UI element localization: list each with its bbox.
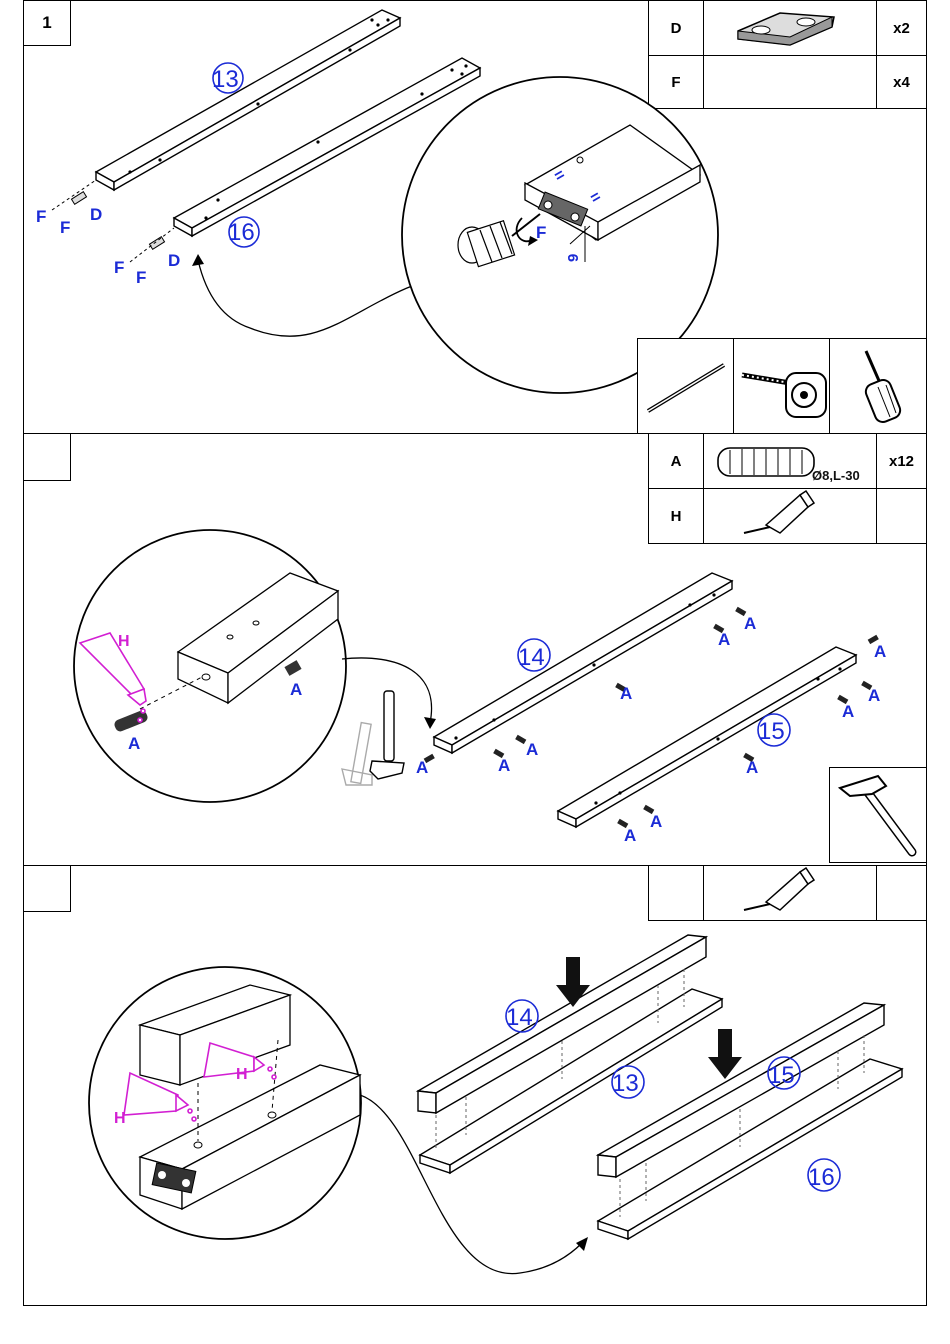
label-a: A (290, 680, 302, 699)
hammer-drawing (370, 691, 404, 779)
part-number-16: 16 (808, 1164, 835, 1191)
hammer-icon (830, 768, 926, 862)
hammer-ghost (342, 723, 372, 785)
label-a: A (718, 630, 730, 649)
detail-circle-dowel-glue (74, 530, 346, 802)
label-h: H (118, 633, 130, 650)
label-a: A (744, 614, 756, 633)
label-d: D (90, 205, 102, 224)
label-f: F (536, 223, 546, 242)
press-down-arrow (708, 1029, 742, 1079)
label-a: A (874, 642, 886, 661)
label-a: A (842, 702, 854, 721)
board-15 (558, 647, 856, 827)
label-a: A (650, 812, 662, 831)
tool-hammer (829, 767, 927, 863)
step-2-illustration: H A A (0, 433, 950, 866)
screwdriver-icon (830, 339, 926, 433)
label-a: A (746, 758, 758, 777)
pencil-icon (638, 339, 734, 433)
tape-measure-icon (734, 339, 830, 433)
label-d: D (168, 251, 180, 270)
detail-arrow (360, 1095, 582, 1274)
board-13 (96, 10, 400, 190)
label-h: H (114, 1110, 126, 1127)
label-a: A (624, 826, 636, 845)
label-a: A (416, 758, 428, 777)
label-f: F (114, 258, 124, 277)
label-h: H (236, 1066, 248, 1083)
dimension-9: 9 (565, 254, 582, 262)
label-f: F (60, 218, 70, 237)
label-f: F (136, 268, 146, 287)
label-a: A (128, 734, 140, 753)
part-number-14: 14 (518, 644, 545, 671)
tool-tape-measure (733, 338, 831, 434)
tool-pencil (637, 338, 735, 434)
part-number-15: 15 (768, 1062, 795, 1089)
detail-circle-glue-holes (89, 967, 361, 1239)
board-14 (434, 573, 732, 753)
label-f: F (36, 207, 46, 226)
tool-screwdriver (829, 338, 927, 434)
step-3-illustration: H H 14 13 (0, 865, 950, 1306)
label-a: A (526, 740, 538, 759)
label-a: A (620, 684, 632, 703)
label-a: A (868, 686, 880, 705)
label-a: A (498, 756, 510, 775)
